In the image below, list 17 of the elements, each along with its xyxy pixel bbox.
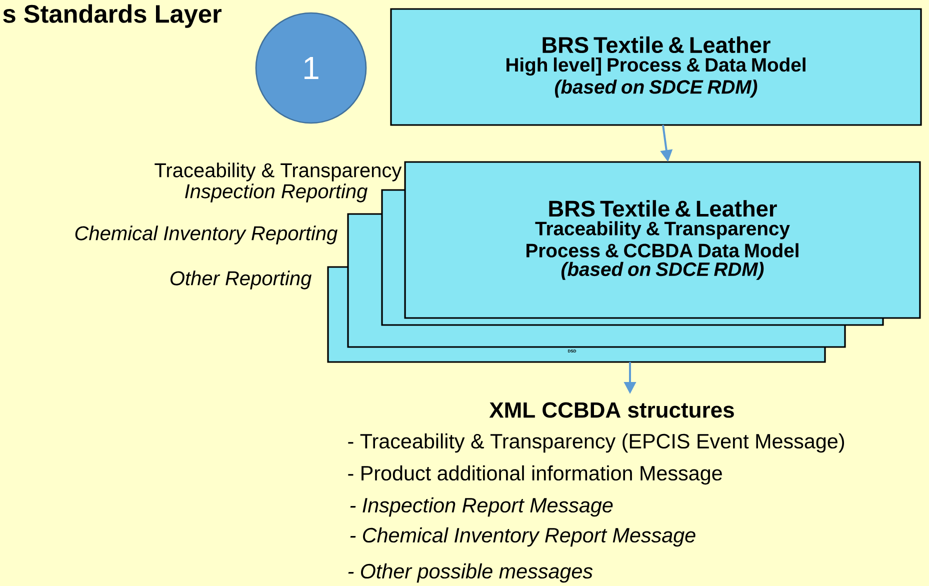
list-item: - Chemical Inventory Report Message <box>350 527 696 547</box>
node-label: BRS Textile & Leather <box>549 200 777 217</box>
process-box: BRS Textile & Leather High level] Process & Data Model (based on SDCE RDM) <box>390 8 922 126</box>
side-label: Inspection Reporting <box>185 184 368 202</box>
list-item: - Other possible messages <box>348 563 593 583</box>
node-label: Traceability & Transparency <box>535 221 790 240</box>
side-label: Traceability & Transparency <box>154 162 402 182</box>
list-item: - Traceability & Transparency (EPCIS Event Message) <box>348 433 844 453</box>
node-label: Process & CCBDA Data Model <box>526 243 798 258</box>
list-item: - Product additional information Message <box>348 465 722 485</box>
title: s Standards Layer <box>3 4 222 28</box>
node-label: (based on SDCE RDM) <box>561 262 764 280</box>
process-box: BRS Textile & Leather Traceability & Transparency Process & CCBDA Data Model (based on SDCE RDM) <box>404 161 921 319</box>
heading-text: XML CCBDA structures <box>489 402 734 418</box>
side-label: Chemical Inventory Reporting <box>75 226 338 244</box>
side-label: Other Reporting <box>170 270 312 290</box>
list-item: - Inspection Report Message <box>350 497 613 517</box>
